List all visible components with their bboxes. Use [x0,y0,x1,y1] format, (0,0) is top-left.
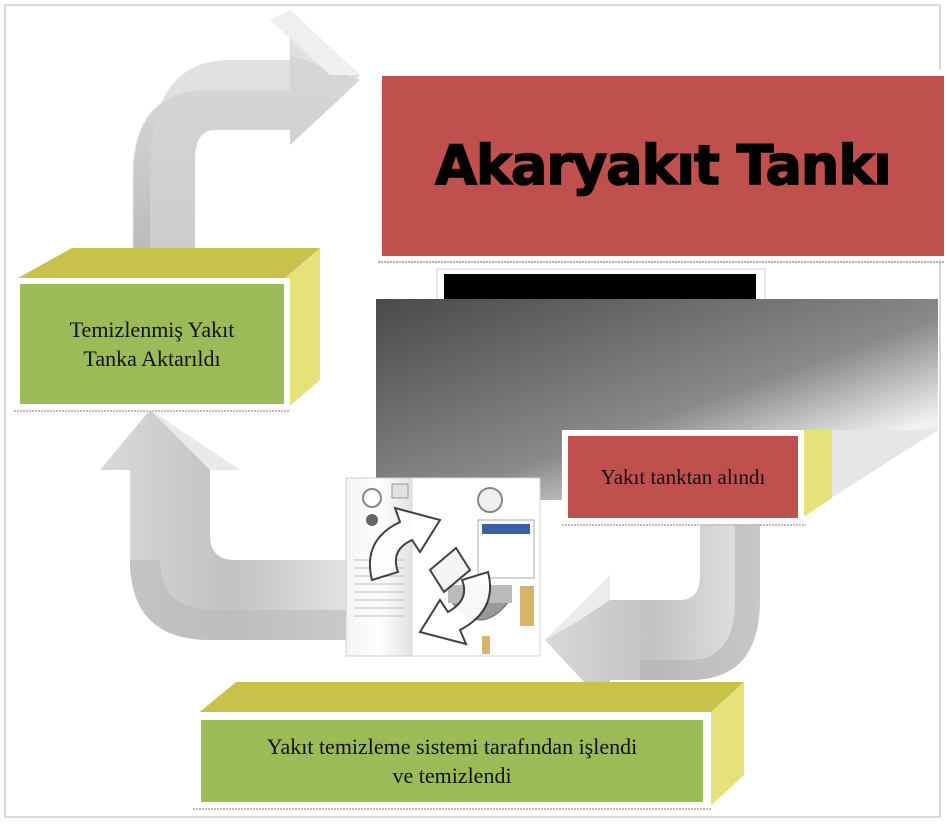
lower-left-arrow [100,410,360,640]
fuel-cleaning-machine [345,477,541,657]
title-box [382,76,944,256]
returned-box-3d [14,248,320,412]
taken-box-3d [562,430,832,526]
diagram-title: Akaryakıt Tankı [434,134,892,197]
step-returned-label: Temizlenmiş Yakıt Tanka Aktarıldı [69,317,235,371]
step-taken-label: Yakıt tanktan alındı [600,464,766,489]
upper-return-arrow [132,8,361,270]
right-intake-arrow [545,520,760,710]
processed-box-3d [193,682,744,810]
cycle-arrows-icon [368,506,492,646]
step-processed-label: Yakıt temizleme sistemi tarafından işlen… [266,734,638,788]
